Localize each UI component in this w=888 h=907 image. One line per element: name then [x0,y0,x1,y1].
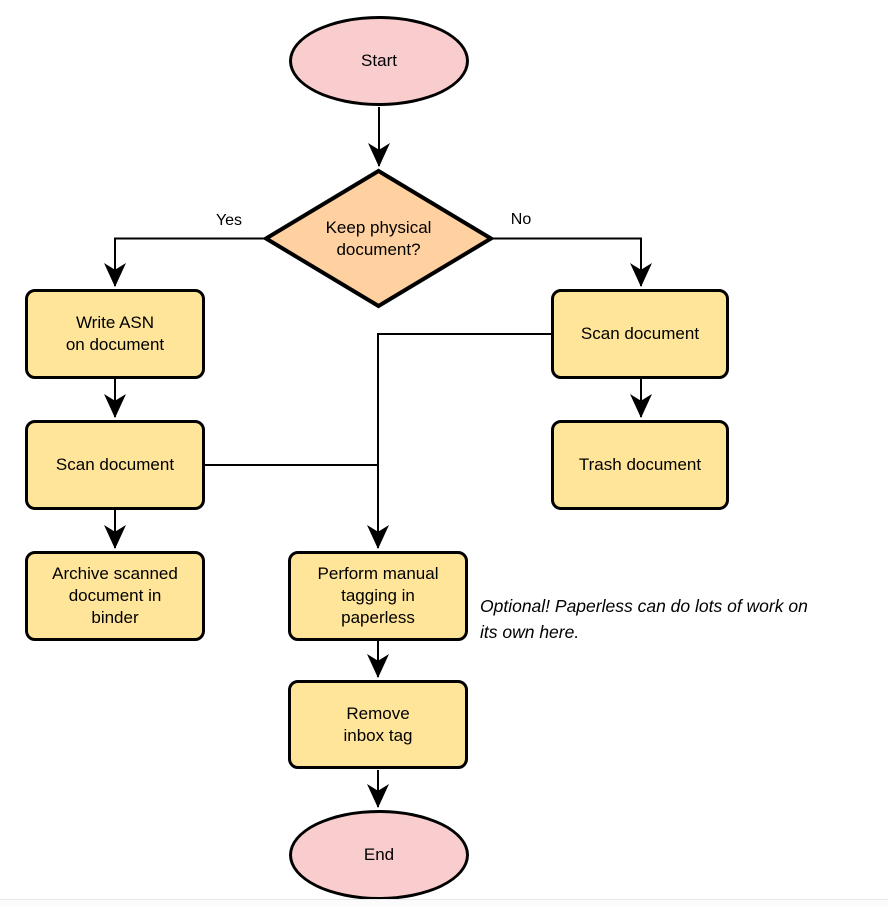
decision-diamond-shape [262,168,495,309]
node-end: End [289,810,469,900]
node-start: Start [289,16,469,106]
node-write-asn-on-document: Write ASN on document [25,289,205,379]
node-decision: Keep physical document? [325,217,432,259]
node-remove-inbox-tag: Remove inbox tag [288,680,468,769]
node-scan-document-right: Scan document [551,289,729,379]
node-archive-scanned-document: Archive scanned document in binder [25,551,205,641]
edge-decision-yes [104,237,264,287]
page-bottom-divider [0,899,888,907]
node-trash-document: Trash document [551,420,729,510]
node-scan-document-left: Scan document [25,420,205,510]
annotation-optional-note: Optional! Paperless can do lots of work … [480,596,808,642]
edge-label-no: No [493,210,549,230]
edge-label-yes: Yes [199,211,259,231]
edge-decision-no [493,237,652,287]
edge-scanright-to-tagging [367,333,551,549]
node-perform-manual-tagging: Perform manual tagging in paperless [288,551,468,641]
